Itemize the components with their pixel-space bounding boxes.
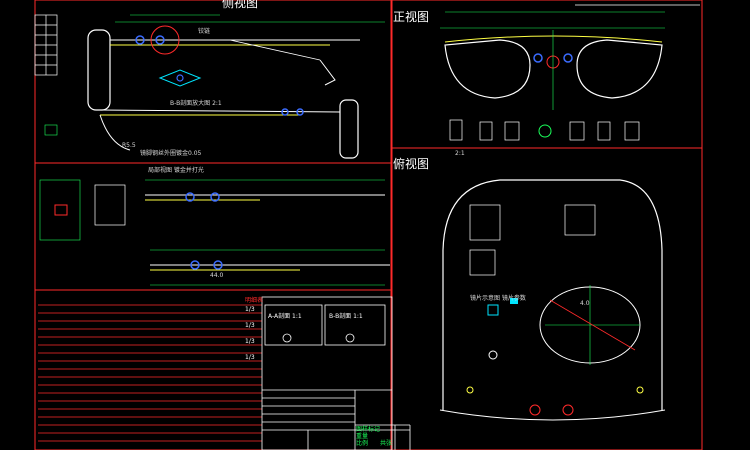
parts-list-header: 明细表 [245, 297, 264, 304]
section-scale-note: B-B剖面放大图 2:1 [170, 100, 222, 107]
parts-list-row: 1/3 [245, 306, 255, 313]
section-a-label: A-A剖面 1:1 [268, 313, 302, 320]
side-view-drawing [44, 14, 385, 159]
temple-note: 镜脚钢丝外圈镀金0.05 [140, 150, 202, 157]
detail-note: 局部视图 镀金并打光 [148, 167, 204, 174]
dimension-label: 4.0 [580, 300, 590, 307]
title-block-frame [261, 296, 411, 450]
stamp-row: 比例 [356, 440, 369, 447]
top-view-title: 俯视图 [393, 157, 430, 171]
hinge-note: 铰链 [198, 28, 211, 35]
dimension-label: 44.0 [210, 272, 224, 279]
stamp-row: 重量 [356, 433, 369, 440]
stamp-row: 图样标记 [356, 426, 381, 433]
dimension-label: R5.5 [122, 142, 136, 149]
parts-list-row: 1/3 [245, 322, 255, 329]
parts-list-row: 1/3 [245, 354, 255, 361]
section-drawings [39, 179, 390, 286]
parts-list-lines [38, 304, 262, 442]
drawing-border [34, 0, 703, 450]
dimension-label: 2:1 [455, 150, 465, 157]
lens-note: 镜片示意图 镜片参数 [470, 295, 526, 302]
parts-list-row: 1/3 [245, 338, 255, 345]
stamp-row: 共张 [380, 440, 393, 447]
section-b-label: B-B剖面 1:1 [329, 313, 363, 320]
front-view-drawing [440, 4, 700, 141]
revision-table [34, 14, 58, 76]
front-view-title: 正视图 [393, 10, 430, 24]
side-view-title: 侧视图 [222, 0, 259, 10]
top-view-drawing [439, 179, 666, 421]
